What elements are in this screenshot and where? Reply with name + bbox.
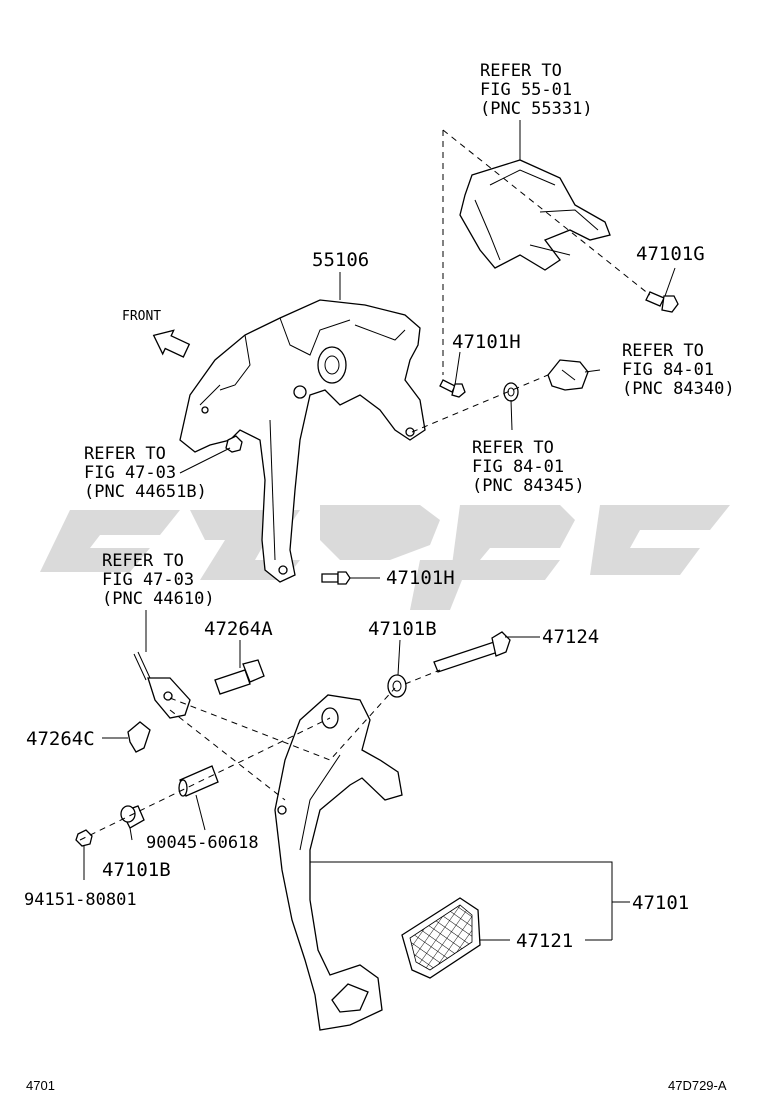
label-94151: 94151-80801: [24, 890, 137, 910]
clevis-cable: [133, 651, 191, 719]
bolt-47101g: [645, 291, 679, 313]
pin-47264a: [214, 659, 265, 695]
svg-text:REFER TO: REFER TO: [622, 341, 704, 361]
upper-bracket: [459, 159, 611, 271]
svg-text:(PNC 84345): (PNC 84345): [472, 476, 585, 496]
svg-text:FIG 55-01: FIG 55-01: [480, 80, 572, 100]
pedal-pad-47121: [401, 897, 481, 979]
label-refer-84-01-84340: REFER TO FIG 84-01 (PNC 84340): [622, 341, 735, 399]
label-90045: 90045-60618: [146, 833, 259, 853]
svg-text:(PNC 84340): (PNC 84340): [622, 379, 735, 399]
label-47101h-mid: 47101H: [386, 567, 455, 589]
bolt-47101h-top: [439, 379, 466, 398]
pedal-arm-47101: [274, 694, 403, 1031]
label-refer-84-01-84345: REFER TO FIG 84-01 (PNC 84345): [472, 438, 585, 496]
label-47101: 47101: [632, 892, 689, 914]
collar-90045: [178, 765, 219, 797]
label-47121: 47121: [516, 930, 573, 952]
label-55106: 55106: [312, 249, 369, 271]
svg-text:REFER TO: REFER TO: [84, 444, 166, 464]
watermark-logo: [40, 505, 730, 610]
label-47101b-bottom: 47101B: [102, 859, 171, 881]
footer-page-code: 4701: [26, 1078, 55, 1093]
svg-text:(PNC 44651B): (PNC 44651B): [84, 482, 207, 502]
assembly-lines: [79, 129, 651, 841]
svg-text:FIG 84-01: FIG 84-01: [622, 360, 714, 380]
label-47264a: 47264A: [204, 618, 273, 640]
bolt-47101h-mid: [321, 571, 351, 585]
bolt-47124: [433, 631, 511, 673]
leader-lines: [83, 120, 676, 941]
label-47101h-top: 47101H: [452, 331, 521, 353]
svg-text:(PNC 44610): (PNC 44610): [102, 589, 215, 609]
clip-47264c: [127, 721, 151, 753]
svg-text:FIG 47-03: FIG 47-03: [84, 463, 176, 483]
svg-text:REFER TO: REFER TO: [102, 551, 184, 571]
bushing-47101b-top: [387, 674, 407, 698]
svg-text:(PNC 55331): (PNC 55331): [480, 99, 593, 119]
front-arrow: FRONT: [122, 309, 191, 358]
footer-illustration-code: 47D729-A: [668, 1078, 727, 1093]
label-refer-47-03-44610: REFER TO FIG 47-03 (PNC 44610): [102, 551, 215, 609]
svg-text:REFER TO: REFER TO: [480, 61, 562, 81]
label-refer-47-03-44651b: REFER TO FIG 47-03 (PNC 44651B): [84, 444, 207, 502]
switch-clip: [503, 382, 519, 402]
label-47101g: 47101G: [636, 243, 705, 265]
front-label: FRONT: [122, 309, 161, 324]
pedal-bracket-55106: [179, 299, 426, 583]
svg-text:REFER TO: REFER TO: [472, 438, 554, 458]
stop-lamp-switch: [547, 359, 589, 391]
label-47101b-top: 47101B: [368, 618, 437, 640]
label-47124: 47124: [542, 626, 599, 648]
svg-text:FIG 84-01: FIG 84-01: [472, 457, 564, 477]
label-refer-55-01: REFER TO FIG 55-01 (PNC 55331): [480, 61, 593, 119]
bushing-47101b-bottom: [120, 805, 145, 829]
svg-text:FIG 47-03: FIG 47-03: [102, 570, 194, 590]
label-47264c: 47264C: [26, 728, 95, 750]
